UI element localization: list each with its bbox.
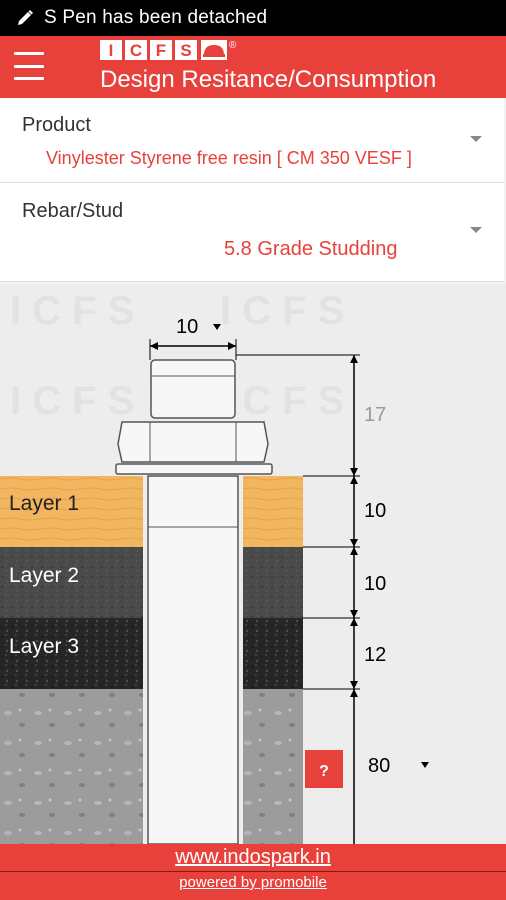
stud-shaft xyxy=(147,475,239,844)
diameter-value[interactable]: 10 xyxy=(176,316,198,338)
layer-2-thickness[interactable]: 10 xyxy=(364,573,386,595)
pen-icon xyxy=(18,10,33,25)
menu-icon[interactable] xyxy=(14,52,44,80)
svg-text:I C F S: I C F S xyxy=(10,379,134,423)
rebar-label: Rebar/Stud xyxy=(22,200,124,222)
anchor-diagram: I C F S I C F S I C F S I C F S xyxy=(0,284,506,844)
product-label: Product xyxy=(22,114,91,136)
watermark: I C F S I C F S I C F S I C F S xyxy=(10,289,344,423)
registered-mark: ® xyxy=(229,39,237,51)
product-selector[interactable]: Product Vinylester Styrene free resin [ … xyxy=(0,98,504,183)
svg-text:I C F S: I C F S xyxy=(220,379,344,423)
diameter-dropdown-icon[interactable] xyxy=(213,324,221,330)
chevron-down-icon[interactable] xyxy=(470,136,482,142)
layer-2-label: Layer 2 xyxy=(9,564,79,587)
hex-nut xyxy=(117,421,269,463)
app-bar: I C F S ® Design Resitance/Consumption xyxy=(0,36,506,98)
rebar-selector[interactable]: Rebar/Stud 5.8 Grade Studding xyxy=(0,183,504,282)
chevron-down-icon[interactable] xyxy=(470,227,482,233)
help-button[interactable]: ? xyxy=(305,750,343,788)
logo-letter: C xyxy=(125,40,147,60)
logo-letter: F xyxy=(150,40,172,60)
page-title: Design Resitance/Consumption xyxy=(100,66,437,93)
logo-letter: I xyxy=(100,40,122,60)
layer-3-thickness[interactable]: 12 xyxy=(364,644,386,666)
protrusion-value: 17 xyxy=(364,404,386,426)
base-right xyxy=(243,689,303,844)
embedment-value[interactable]: 80 xyxy=(368,755,390,777)
status-bar: S Pen has been detached xyxy=(0,0,506,36)
embedment-dropdown-icon[interactable] xyxy=(421,762,429,768)
website-link[interactable]: www.indospark.in xyxy=(175,846,331,868)
layer-1-left xyxy=(0,476,143,547)
product-value[interactable]: Vinylester Styrene free resin [ CM 350 V… xyxy=(46,148,412,168)
base-left xyxy=(0,689,143,844)
powered-by-link[interactable]: powered by promobile xyxy=(179,874,327,891)
status-text: S Pen has been detached xyxy=(44,7,268,28)
stud-top xyxy=(150,359,236,419)
rebar-value[interactable]: 5.8 Grade Studding xyxy=(224,238,398,260)
layer-1-label: Layer 1 xyxy=(9,492,79,515)
layer-1-right xyxy=(243,476,303,547)
help-label[interactable]: ? xyxy=(319,763,329,780)
svg-text:I C F S: I C F S xyxy=(10,289,134,333)
icfs-logo: I C F S ® xyxy=(100,40,236,60)
helmet-icon xyxy=(201,40,227,60)
layer-3-label: Layer 3 xyxy=(9,635,79,658)
anchor-diagram-svg: I C F S I C F S I C F S I C F S xyxy=(0,289,429,844)
svg-text:I C F S: I C F S xyxy=(220,289,344,333)
washer xyxy=(115,463,273,475)
footer: www.indospark.in powered by promobile xyxy=(0,844,506,900)
layer-1-thickness[interactable]: 10 xyxy=(364,500,386,522)
logo-letter: S xyxy=(175,40,197,60)
